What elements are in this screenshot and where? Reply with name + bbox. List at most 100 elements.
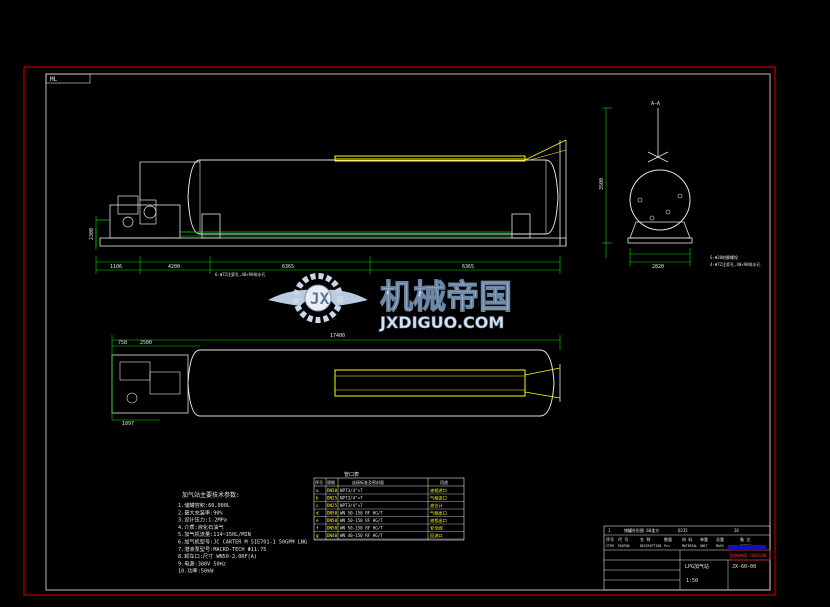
valve-table-cell: f <box>316 526 319 531</box>
title-block-header-en: ITEM <box>606 544 614 548</box>
title-block-cell: Q235 <box>678 528 688 533</box>
valve-table-cell: DN50 <box>327 488 338 493</box>
plan-dim-overall: 17400 <box>330 333 345 339</box>
spec-item: 6.加气机型号:JC CARTER M 5IE701-1 50GPM LNG <box>178 538 307 546</box>
valve-table-cell: NPT3/4"×7 <box>340 503 363 508</box>
dim-left-overhang: 1106 <box>110 264 122 270</box>
watermark: JX 机械帝国 JXDIGUO.COM <box>268 273 513 332</box>
tb-drawing-no: JX-60-00 <box>732 564 756 570</box>
plan-dim-bottom-left: 1097 <box>122 421 134 427</box>
valve-table-cell: WN 50-150 RF HG/T <box>340 518 383 523</box>
title-block-header-en: PARTNO <box>618 544 630 548</box>
title-block-cell: 28 <box>734 528 739 533</box>
tb-scale: 1:50 <box>686 578 698 584</box>
tank-shell-plan <box>187 349 555 417</box>
valve-table-cell: DN25 <box>327 503 338 508</box>
valve-table-cell: a <box>316 488 319 493</box>
end-note-2: 4-Φ72注浆孔,40×90排水孔 <box>710 261 761 267</box>
spec-title: 加气站主要技术参数: <box>182 491 240 499</box>
spec-item: 3.设计压力:1.2MPa <box>178 516 227 524</box>
dim-note-grout: 6-Φ72注浆孔,40×90排水孔 <box>215 271 266 277</box>
valve-table-title: 管口表 <box>344 471 359 478</box>
spec-item: 9.电源:380V 50Hz <box>178 559 226 567</box>
tb-drawing-name: LPG加气站 <box>685 563 709 570</box>
spec-item: 2.最大充装率:90% <box>178 508 224 516</box>
section-label: A—A <box>651 101 660 107</box>
pump-skid <box>109 204 181 239</box>
vt-h1: 规格 <box>327 479 335 485</box>
valve-table-cell: WN 50-150 RF HG/T <box>340 511 383 516</box>
title-block-header: 备 注 <box>740 536 750 542</box>
title-block-header: 名 称 <box>640 536 650 542</box>
title-block-header: 单重 <box>700 536 708 542</box>
side-base <box>99 237 567 247</box>
valve-table-cell: 液相出口 <box>430 517 447 524</box>
plan-view: 758 2500 17400 1097 <box>111 333 561 427</box>
spec-item: 8.卸车口:尺寸 WN50-2.0RF(A) <box>178 552 257 560</box>
valve-table-cell: 气相出口 <box>430 510 447 517</box>
spec-item: 1.储罐容积:60,000L <box>178 501 230 509</box>
spec-item: 4.介质:液化石油气 <box>178 523 224 531</box>
end-width-dim: 2820 <box>652 264 664 270</box>
title-block-cell: 1 <box>608 528 611 533</box>
watermark-cn: 机械帝国 <box>380 277 512 316</box>
dim-bottom-mid: 6365 <box>282 264 294 270</box>
valve-table-cell: e <box>316 518 319 523</box>
title-block-header: 材 料 <box>682 536 692 542</box>
svg-text:JX: JX <box>310 289 330 308</box>
title-block-header-en: UNIT <box>700 544 708 548</box>
valve-table-cell: 气相进口 <box>430 495 447 502</box>
title-block-header-en: MATERIAL <box>682 544 697 548</box>
vt-h2: 连接标准及密封面 <box>352 479 384 485</box>
side-elevation: 1106 4200 6365 6365 2300 6-Φ72注浆孔,40×90排… <box>89 139 567 277</box>
end-note-1: S-Φ20地脚螺栓 <box>710 254 738 260</box>
plan-dim-top-mid: 2500 <box>140 340 152 346</box>
dim-bottom-right: 6365 <box>462 264 474 270</box>
valve-table-cell: NPT3/4"×7 <box>340 496 363 501</box>
valve-table-cell: 安全阀 <box>430 525 443 532</box>
tank-end-circle <box>629 169 691 231</box>
valve-table-cell: DN50 <box>327 518 338 523</box>
valve-table-cell: c <box>316 503 319 508</box>
title-block-header: 代 号 <box>618 536 628 542</box>
valve-table-cell: WN 50-150 RF HG/T <box>340 526 383 531</box>
outer-frame <box>23 66 776 596</box>
sheet-tag-box <box>45 73 91 84</box>
spec-item: 5.加气机流量:114~150L/MIN <box>178 530 251 538</box>
dim-bottom-left: 4200 <box>168 264 180 270</box>
valve-table-cell: DN50 <box>327 526 338 531</box>
title-block-header-en: MASS <box>716 544 724 548</box>
valve-table-cell: DN25 <box>327 496 338 501</box>
plan-dim-top-left: 758 <box>118 340 127 346</box>
tank-shell-side <box>187 159 559 235</box>
watermark-en: JXDIGUO.COM <box>379 313 504 332</box>
title-block-header: 总重 <box>716 536 724 542</box>
valve-table-cell: 液相进口 <box>430 487 447 494</box>
title-block-cell: 1 <box>652 528 655 533</box>
valve-table-cell: b <box>316 496 319 501</box>
vt-h0: 序号 <box>315 479 323 485</box>
valve-table-cell: DN40 <box>327 533 338 538</box>
end-view: A—A 3500 2820 S-Φ20地脚螺栓 4-Φ72注浆孔,40×90排水… <box>599 101 761 270</box>
valve-table-cell: NPT3/4"×7 <box>340 488 363 493</box>
valve-table-cell: 回流口 <box>430 532 443 539</box>
title-block-header: 数量 <box>664 536 672 542</box>
title-block-header: 序号 <box>606 536 614 542</box>
vt-h3: 用途 <box>440 479 448 485</box>
valve-table-cell: d <box>316 511 319 516</box>
spec-notes: 加气站主要技术参数: 1.储罐容积:60,000L2.最大充装率:90%3.设计… <box>178 491 307 575</box>
plan-walkway <box>334 369 526 397</box>
valve-table-cell: g <box>316 533 319 538</box>
spec-item: 7.潜液泵型号:MACRO-TECH Φ11.75 <box>178 545 266 553</box>
title-block-header-en: DESCRIPTION <box>640 544 661 548</box>
inner-frame <box>45 73 771 591</box>
watermark-gear-icon <box>293 273 343 323</box>
title-block-header-en: Pcs <box>664 544 670 548</box>
end-height-dim: 3500 <box>599 178 605 190</box>
tb-company: 机械帝国 JXDIGUO <box>731 552 767 558</box>
sheet-tag: ML <box>50 76 58 83</box>
valve-table-cell: WN 40-150 RF HG/T <box>340 533 383 538</box>
